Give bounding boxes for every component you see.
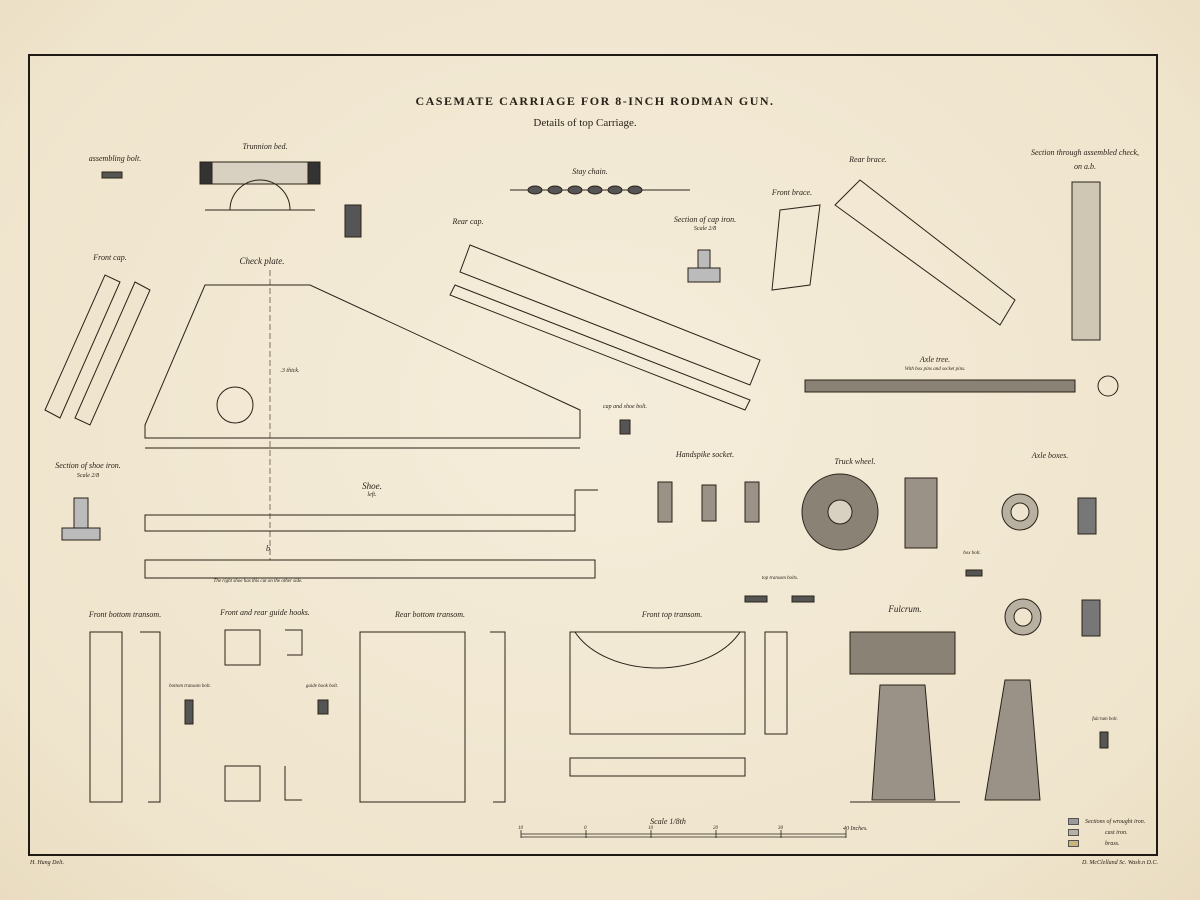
legend-item: Sections of wrought iron. — [1068, 818, 1145, 825]
front-brace-drawing — [771, 204, 821, 291]
scale-tick-label: 20 — [713, 826, 718, 831]
label-truck-wheel: Truck wheel. — [834, 457, 876, 466]
label-front-top-transom: Front top transom. — [641, 610, 703, 619]
scale-tick-label: 40 Inches. — [843, 826, 868, 832]
legend-swatch — [1068, 818, 1079, 825]
drawing-subtitle: Details of top Carriage. — [533, 117, 637, 129]
trunnion-bed-drawing — [199, 161, 362, 238]
label-guide-hook-bolt: guide hook bolt. — [305, 684, 339, 689]
label-fulcrum-bolt: fulcrum bolt. — [1092, 717, 1118, 722]
label-rear-bottom-transom: Rear bottom transom. — [395, 610, 465, 619]
cap-iron-section-drawing — [687, 249, 721, 283]
label-axle-tree: Axle tree. — [919, 355, 951, 364]
label-axle-boxes: Axle boxes. — [1031, 451, 1069, 460]
rear-brace-drawing — [834, 179, 1016, 326]
legend-label: cast iron. — [1105, 829, 1128, 836]
scale-bar-title: Scale 1/8th — [650, 817, 686, 826]
scale-bar — [520, 830, 847, 838]
legend-label: Sections of wrought iron. — [1085, 818, 1146, 825]
label-section-check: Section through assembled check, — [1030, 148, 1140, 157]
shoe-iron-section-drawing — [61, 497, 101, 541]
label-shoe-note: The right shoe has this cut on the other… — [213, 579, 303, 584]
label-cap-iron-scale: Scale 2/8 — [693, 226, 717, 232]
label-section-shoe-iron: Section of shoe iron. — [55, 461, 121, 470]
label-thick: .3 thick. — [280, 368, 300, 374]
scale-tick-label: 10 — [648, 826, 653, 831]
label-front-brace: Front brace. — [771, 188, 813, 197]
legend-swatch — [1068, 829, 1079, 836]
axle-boxes-drawing — [1001, 493, 1101, 637]
label-box-bolt: box bolt. — [963, 551, 981, 556]
scale-tick-label: 0 — [584, 826, 587, 831]
label-section-check-ab: on a.b. — [1074, 162, 1096, 171]
fulcrum-drawing — [849, 631, 1041, 803]
rear-bottom-transom-drawing — [359, 631, 506, 803]
guide-hooks-drawing — [224, 629, 303, 802]
label-handspike-socket: Handspike socket. — [675, 450, 735, 459]
label-b-mark: b — [266, 544, 270, 553]
bolts-drawing — [101, 171, 1109, 749]
label-shoe: Shoe. — [362, 481, 382, 491]
label-front-cap: Front cap. — [93, 253, 127, 262]
front-top-transom-drawing — [569, 631, 788, 777]
label-section-cap-iron: Section of cap iron. — [673, 215, 737, 224]
label-shoe-left: left. — [367, 492, 377, 498]
axle-tree-drawing — [804, 375, 1119, 397]
label-rear-cap: Rear cap. — [452, 217, 484, 226]
draftsman-credit: H. Hung Delt. — [30, 860, 64, 866]
label-assembling-bolt: assembling bolt. — [88, 154, 142, 163]
label-axle-tree-note: With box pins and socket pins. — [904, 367, 966, 372]
label-rear-brace: Rear brace. — [849, 155, 887, 164]
label-cap-shoe-bolt: cap and shoe bolt. — [603, 404, 647, 410]
scale-tick-label: 30 — [778, 826, 783, 831]
front-bottom-transom-drawing — [89, 631, 161, 803]
label-shoe-iron-scale: Scale 2/8 — [76, 473, 100, 479]
label-check-plate: Check plate. — [239, 256, 285, 266]
engraver-credit: D. McClelland Sc. Wash.n D.C. — [1082, 860, 1158, 866]
label-front-bottom-transom: Front bottom transom. — [88, 610, 162, 619]
check-plate-drawing — [144, 284, 581, 439]
label-guide-hooks: Front and rear guide hooks. — [220, 608, 310, 617]
scale-tick-label: 10 — [518, 826, 523, 831]
rear-cap-drawing — [449, 244, 761, 411]
legend-item: brass. — [1068, 840, 1120, 847]
shoe-drawing — [144, 489, 598, 579]
drawing-border — [28, 54, 1158, 856]
label-fulcrum: Fulcrum. — [888, 604, 922, 614]
handspike-socket-drawing — [657, 481, 760, 523]
label-top-transom-bolts: top transom bolts. — [761, 576, 799, 581]
section-check-drawing — [1071, 181, 1101, 341]
front-cap-drawing — [44, 274, 151, 426]
label-bottom-transom-bolt: bottom transom bolt. — [169, 684, 211, 689]
truck-wheel-drawing — [801, 473, 938, 551]
drawing-title: CASEMATE CARRIAGE FOR 8-INCH RODMAN GUN. — [415, 94, 775, 108]
stay-chain-drawing — [510, 185, 690, 195]
label-stay-chain: Stay chain. — [572, 167, 608, 176]
label-trunnion-bed: Trunnion bed. — [242, 142, 288, 151]
legend-label: brass. — [1105, 840, 1120, 847]
legend-swatch — [1068, 840, 1079, 847]
legend-item: cast iron. — [1068, 829, 1127, 836]
